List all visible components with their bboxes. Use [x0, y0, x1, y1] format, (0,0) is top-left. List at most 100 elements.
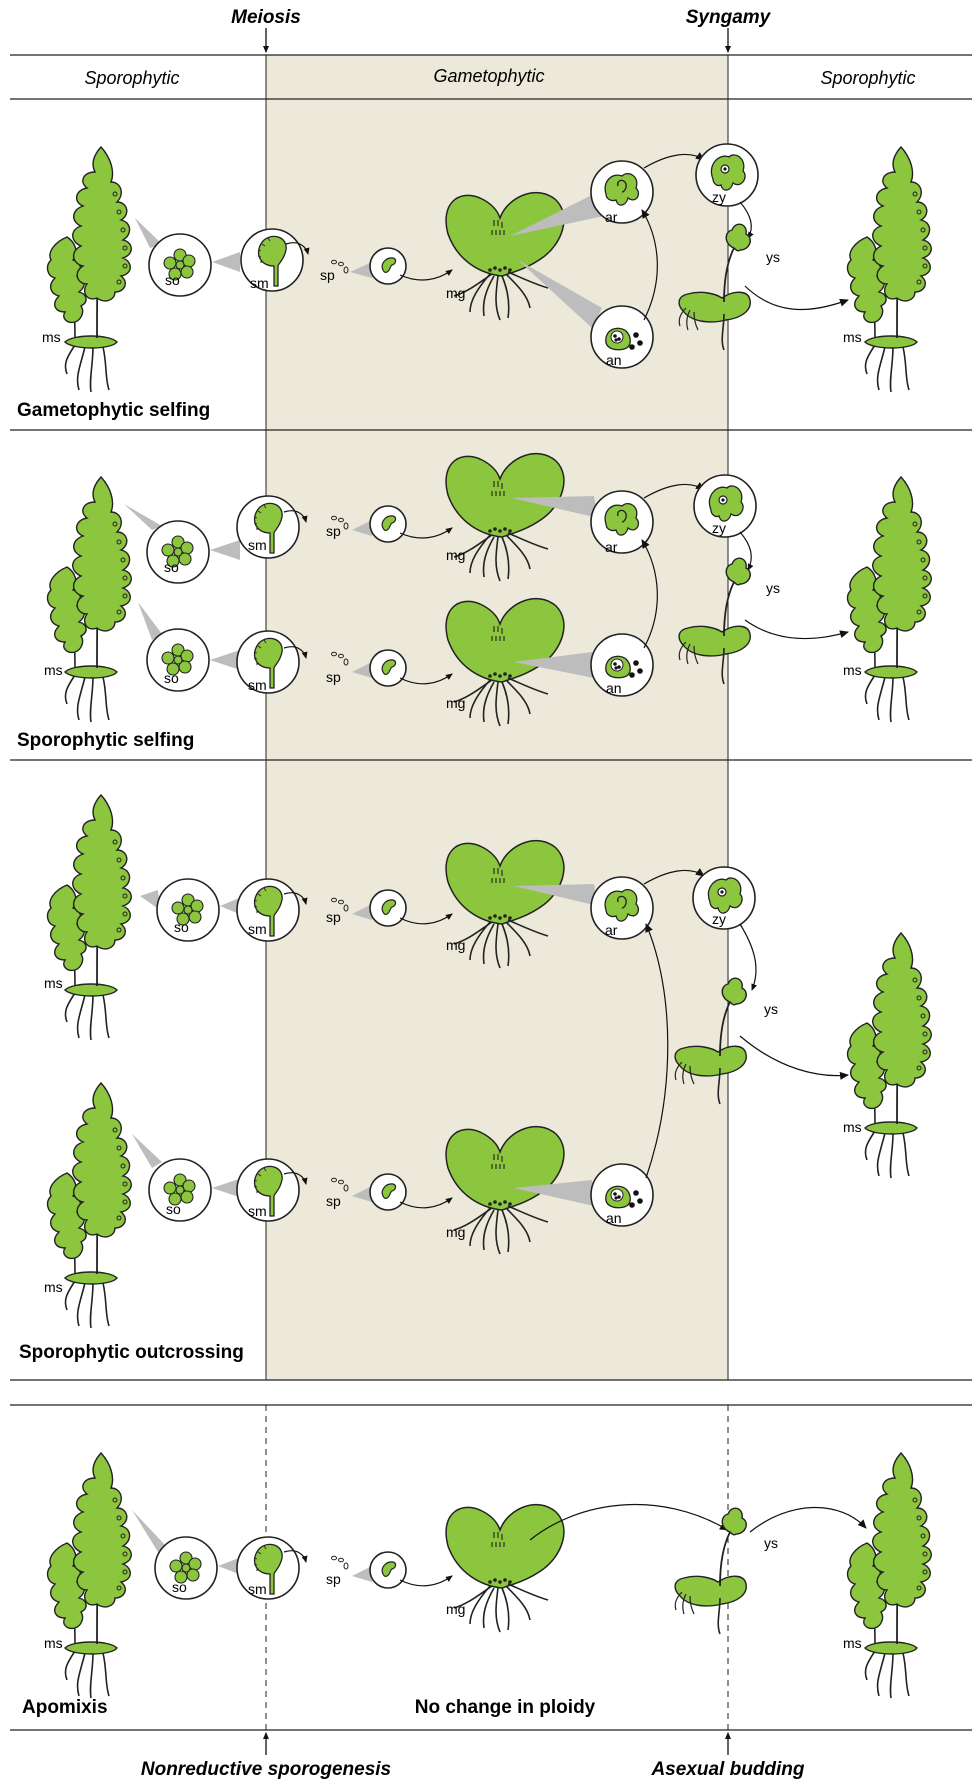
meiosis-label: Meiosis [231, 7, 301, 28]
callout-wedge [212, 252, 240, 272]
panel-title: Sporophytic selfing [17, 730, 194, 751]
panel-title: Apomixis [22, 1697, 108, 1718]
ploidy-note: No change in ploidy [415, 1697, 596, 1718]
spore-circle [370, 890, 406, 926]
ar-label: ar [605, 922, 618, 938]
ms-label: ms [44, 1279, 63, 1295]
ys-label: ys [764, 1535, 778, 1551]
antheridium-circle [591, 1164, 653, 1226]
spore-circle [370, 650, 406, 686]
phase-sporophytic-left: Sporophytic [84, 68, 179, 88]
released-spores [332, 1556, 349, 1569]
sp-label: sp [326, 1571, 341, 1587]
an-label: an [606, 1210, 622, 1226]
mg-label: mg [446, 937, 465, 953]
ys-label: ys [764, 1001, 778, 1017]
ms-label: ms [843, 329, 862, 345]
sp-label: sp [326, 1193, 341, 1209]
callout-wedge [210, 650, 240, 670]
syngamy-label: Syngamy [686, 7, 772, 28]
mature-sporophyte [48, 477, 132, 722]
callout-wedge [138, 602, 162, 640]
panel-apomixis: ms so sm sp mg ys ms Apomixis No change … [22, 1453, 931, 1718]
callout-wedge [132, 1134, 162, 1168]
young-sporophyte [675, 1508, 746, 1634]
so-label: so [165, 272, 180, 288]
sm-label: sm [248, 1581, 267, 1597]
sm-label: sm [248, 921, 267, 937]
sporangium-circle [237, 496, 299, 558]
ms-label: ms [843, 1119, 862, 1135]
asexual-label: Asexual budding [650, 1759, 804, 1780]
mature-sporophyte [848, 477, 932, 722]
maturation-arrow [745, 620, 848, 639]
mature-sporophyte [848, 933, 932, 1178]
so-label: so [174, 919, 189, 935]
mature-sporophyte [48, 1453, 132, 1698]
zy-label: zy [712, 520, 726, 536]
mg-label: mg [446, 285, 465, 301]
ys-label: ys [766, 249, 780, 265]
mature-sporophyte [848, 1453, 932, 1698]
ms-label: ms [42, 329, 61, 345]
zy-label: zy [712, 189, 726, 205]
so-label: so [164, 559, 179, 575]
mg-label: mg [446, 547, 465, 563]
spore-circle [370, 506, 406, 542]
panel-title: Gametophytic selfing [17, 400, 210, 421]
ms-label: ms [843, 662, 862, 678]
phase-gametophytic: Gametophytic [433, 66, 544, 86]
ms-label: ms [44, 662, 63, 678]
ms-label: ms [44, 975, 63, 991]
development-arrow [740, 924, 756, 990]
nonreductive-label: Nonreductive sporogenesis [141, 1759, 391, 1780]
so-label: so [166, 1201, 181, 1217]
maturation-arrow [745, 286, 848, 310]
maturation-arrow [740, 1036, 848, 1076]
zygote-circle [696, 144, 758, 206]
antheridium-circle [591, 306, 653, 368]
so-label: so [164, 670, 179, 686]
maturation-arrow [750, 1507, 866, 1532]
sporangium-circle [237, 1159, 299, 1221]
sp-label: sp [326, 669, 341, 685]
archegonium-circle [591, 877, 653, 939]
callout-wedge [124, 504, 162, 530]
phase-sporophytic-right: Sporophytic [820, 68, 915, 88]
mg-label: mg [446, 695, 465, 711]
ys-label: ys [766, 580, 780, 596]
germination-arrow [400, 1576, 452, 1586]
mature-sporophyte [848, 147, 932, 392]
sm-label: sm [250, 275, 269, 291]
mature-sporophyte [48, 147, 132, 392]
sporangium-circle [237, 879, 299, 941]
sp-label: sp [326, 909, 341, 925]
ar-label: ar [605, 539, 618, 555]
spore-circle [370, 1174, 406, 1210]
ar-label: ar [605, 209, 618, 225]
ms-label: ms [44, 1635, 63, 1651]
sporangium-circle [237, 631, 299, 693]
an-label: an [606, 352, 622, 368]
panel-title: Sporophytic outcrossing [19, 1342, 244, 1363]
sp-label: sp [326, 523, 341, 539]
zy-label: zy [712, 911, 726, 927]
sorus-circle [149, 234, 211, 296]
sm-label: sm [248, 677, 267, 693]
ms-label: ms [843, 1635, 862, 1651]
callout-wedge [352, 1566, 372, 1582]
mg-label: mg [446, 1601, 465, 1617]
callout-wedge [132, 1510, 168, 1552]
an-label: an [606, 680, 622, 696]
antheridium-circle [591, 634, 653, 696]
so-label: so [172, 1579, 187, 1595]
mature-sporophyte [48, 795, 132, 1040]
spore-circle [370, 248, 406, 284]
sm-label: sm [248, 537, 267, 553]
callout-wedge [210, 540, 240, 560]
sporangium-circle [237, 1537, 299, 1599]
sp-label: sp [320, 267, 335, 283]
spore-circle [370, 1552, 406, 1588]
